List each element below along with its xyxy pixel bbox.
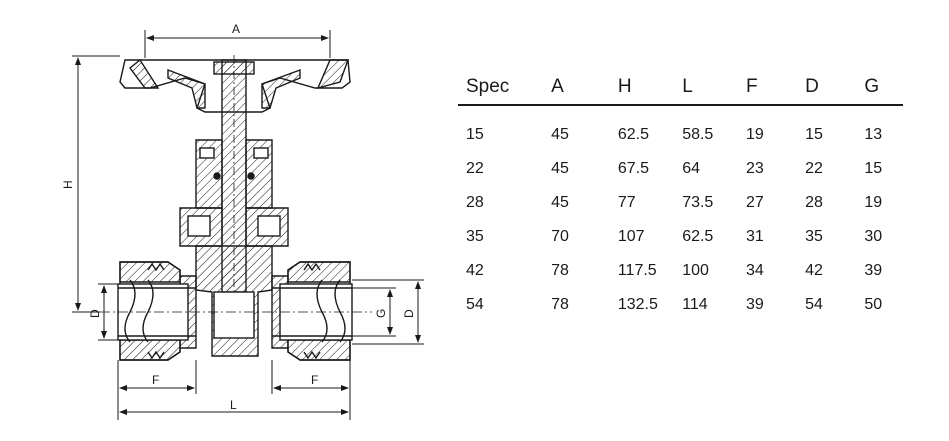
- table-cell: 27: [745, 194, 764, 211]
- column-header-spec: Spec: [458, 70, 552, 106]
- table-cell: 22: [466, 160, 484, 177]
- dimension-lines: [72, 30, 424, 420]
- table-cell: 70: [551, 228, 569, 245]
- table-cell: 50: [864, 296, 883, 313]
- table-cell: 15: [805, 126, 823, 143]
- dim-label-l: L: [230, 398, 237, 412]
- table-cell: 54: [805, 296, 823, 313]
- table-cell: 45: [551, 194, 569, 211]
- column-header-h: H: [617, 70, 683, 106]
- table-row: 54 78 132.5 114 39 54 50: [458, 288, 903, 322]
- table-row: 28 45 77 73.5 27 28 19: [458, 186, 903, 220]
- column-header-l: L: [682, 70, 746, 106]
- table-cell: 42: [466, 262, 484, 279]
- table-cell: 114: [682, 296, 708, 313]
- table-cell: 132.5: [617, 296, 658, 313]
- table-cell: 13: [864, 126, 883, 143]
- dim-label-a: A: [232, 22, 240, 36]
- table-cell: 39: [864, 262, 883, 279]
- table-cell: 15: [864, 160, 883, 177]
- valve-section-drawing: A H D G D F F L: [61, 22, 424, 420]
- column-header-a: A: [551, 70, 618, 106]
- table-cell: 35: [466, 228, 484, 245]
- table-cell: 45: [551, 160, 569, 177]
- table-row: 15 45 62.5 58.5 19 15 13: [458, 105, 903, 152]
- table-row: 35 70 107 62.5 31 35 30: [458, 220, 903, 254]
- right-compression-fitting: [272, 261, 353, 361]
- table-cell: 78: [551, 296, 569, 313]
- table-cell: 78: [551, 262, 569, 279]
- dim-label-f-right: F: [311, 373, 318, 387]
- bonnet: [179, 139, 289, 247]
- table-row: 22 45 67.5 64 23 22 15: [458, 152, 903, 186]
- table-cell: 28: [805, 194, 823, 211]
- table-cell: 64: [682, 160, 700, 177]
- table-cell: 28: [466, 194, 484, 211]
- table-cell: 34: [745, 262, 764, 279]
- table-cell: 15: [466, 126, 484, 143]
- table-cell: 19: [864, 194, 883, 211]
- dim-label-d-right: D: [402, 309, 416, 318]
- dim-label-f-left: F: [152, 373, 159, 387]
- specification-table: Spec A H L F D G 15 45 62.5 58.5 19 15 1…: [458, 70, 903, 322]
- table-cell: 45: [551, 126, 569, 143]
- table-cell: 62.5: [682, 228, 714, 245]
- valve-body: [179, 245, 289, 357]
- table-row: 42 78 117.5 100 34 42 39: [458, 254, 903, 288]
- table-cell: 62.5: [617, 126, 649, 143]
- table-cell: 77: [617, 194, 636, 211]
- column-header-g: G: [864, 70, 903, 106]
- table-cell: 39: [745, 296, 764, 313]
- dim-label-d-left: D: [88, 309, 102, 318]
- table-cell: 23: [745, 160, 764, 177]
- table-cell: 30: [864, 228, 883, 245]
- table-cell: 35: [805, 228, 823, 245]
- table-header-row: Spec A H L F D G: [458, 70, 903, 106]
- table-cell: 67.5: [617, 160, 649, 177]
- column-header-d: D: [805, 70, 865, 106]
- dim-label-h: H: [61, 180, 75, 189]
- table-cell: 22: [805, 160, 823, 177]
- column-header-f: F: [745, 70, 806, 106]
- table-cell: 107: [617, 228, 645, 245]
- table-cell: 100: [682, 262, 709, 279]
- table-cell: 19: [745, 126, 764, 143]
- dim-label-g: G: [374, 309, 388, 318]
- table-cell: 54: [466, 296, 484, 313]
- table-cell: 73.5: [682, 194, 714, 211]
- table-cell: 58.5: [682, 126, 714, 143]
- table-cell: 117.5: [617, 262, 657, 279]
- table-cell: 31: [745, 228, 764, 245]
- table-cell: 42: [805, 262, 823, 279]
